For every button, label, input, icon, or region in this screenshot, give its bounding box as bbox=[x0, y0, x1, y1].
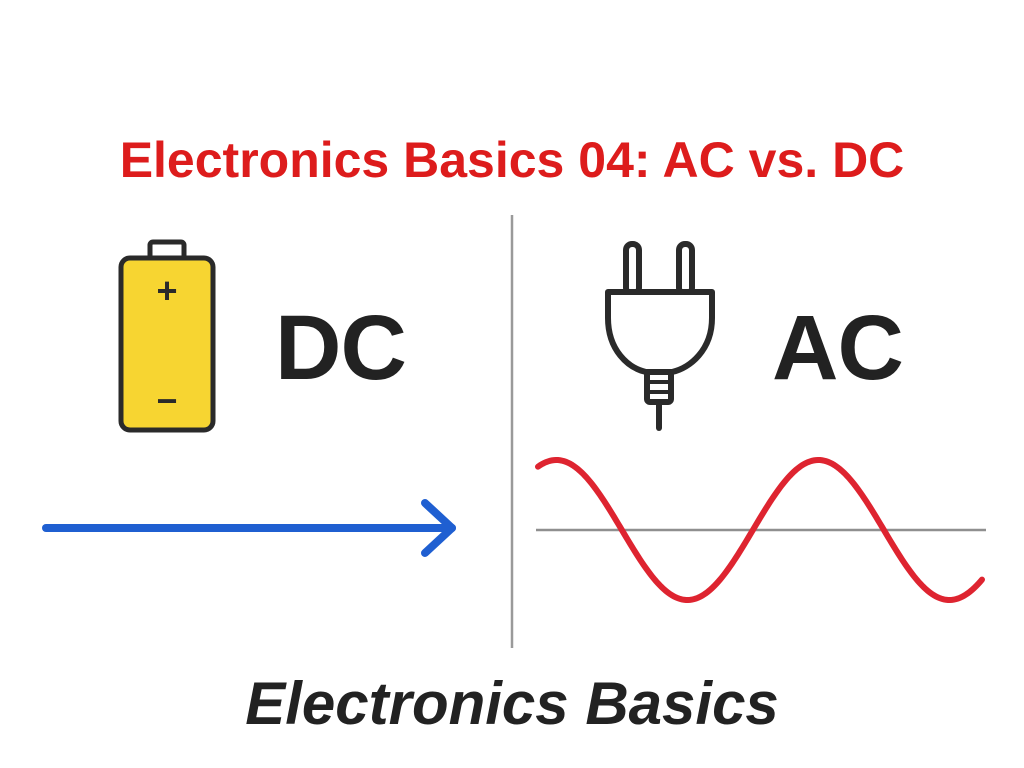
plug-head bbox=[605, 289, 715, 375]
plug-prong-right bbox=[676, 241, 695, 297]
dc-current-arrow bbox=[42, 499, 456, 557]
footer-caption: Electronics Basics bbox=[245, 670, 779, 737]
plug-collar bbox=[644, 369, 674, 405]
battery-minus-sign: − bbox=[156, 380, 177, 421]
page-title: Electronics Basics 04: AC vs. DC bbox=[119, 132, 905, 188]
ac-sine-wave bbox=[535, 456, 985, 603]
battery-plus-sign: + bbox=[156, 270, 177, 311]
ac-label: AC bbox=[772, 297, 904, 399]
plug-icon bbox=[605, 241, 715, 431]
battery-body bbox=[118, 255, 216, 433]
plug-prong-left bbox=[623, 241, 642, 297]
dc-label: DC bbox=[275, 297, 407, 399]
battery-icon: + − bbox=[118, 239, 216, 433]
dc-arrow-head bbox=[421, 499, 456, 557]
